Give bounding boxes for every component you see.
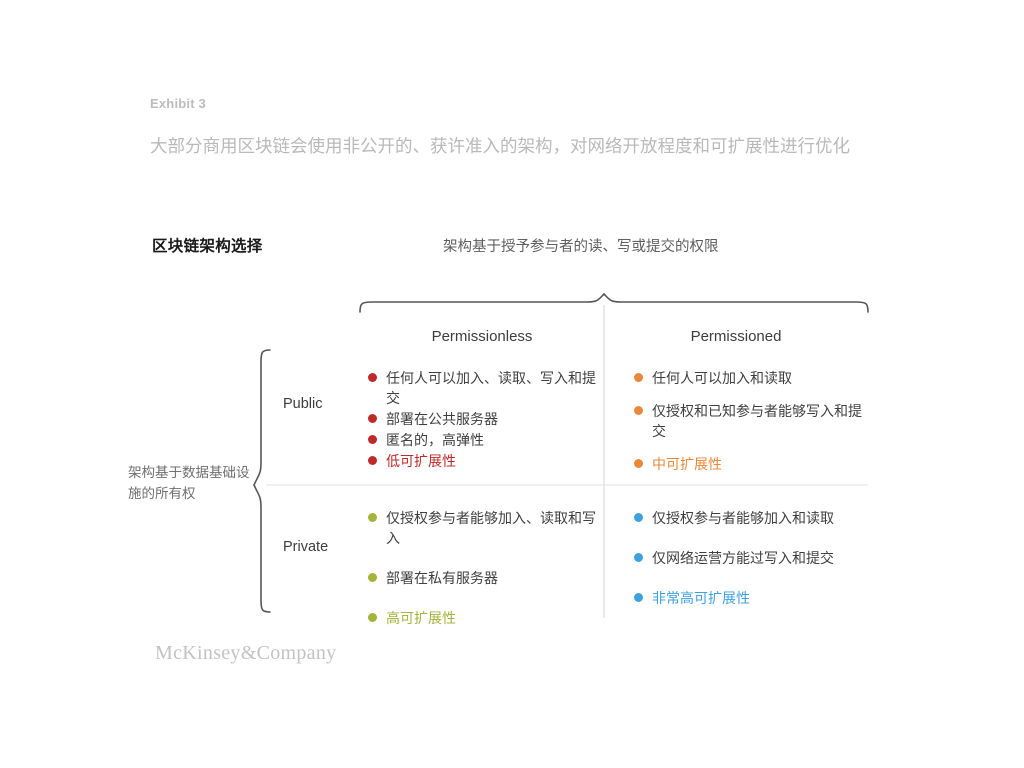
quadrant-private-permissioned: 仅授权参与者能够加入和读取仅网络运营方能过写入和提交非常高可扩展性	[634, 508, 872, 628]
bullet-dot-icon	[368, 435, 377, 444]
list-item: 仅授权参与者能够加入、读取和写入	[368, 508, 596, 548]
list-item: 任何人可以加入和读取	[634, 368, 866, 388]
column-axis-label: 架构基于授予参与者的读、写或提交的权限	[443, 239, 719, 255]
list-item-label: 仅网络运营方能过写入和提交	[652, 550, 834, 566]
list-item-label: 任何人可以加入和读取	[652, 370, 792, 386]
list-item: 匿名的，高弹性	[368, 430, 596, 450]
list-item: 仅授权和已知参与者能够写入和提交	[634, 401, 866, 441]
bullet-dot-icon	[634, 373, 643, 382]
bullet-dot-icon	[368, 573, 377, 582]
list-item: 仅授权参与者能够加入和读取	[634, 508, 872, 528]
list-item: 高可扩展性	[368, 608, 596, 628]
bullet-list: 仅授权参与者能够加入和读取仅网络运营方能过写入和提交非常高可扩展性	[634, 508, 872, 608]
quadrant-private-permissionless: 仅授权参与者能够加入、读取和写入部署在私有服务器高可扩展性	[368, 508, 596, 648]
list-item: 中可扩展性	[634, 454, 866, 474]
bullet-dot-icon	[634, 513, 643, 522]
row-axis-label: 架构基于数据基础设施的所有权	[128, 465, 250, 501]
exhibit-label: Exhibit 3	[150, 96, 206, 111]
row-label-private: Private	[283, 539, 329, 555]
bullet-dot-icon	[634, 459, 643, 468]
bullet-dot-icon	[634, 406, 643, 415]
bullet-list: 仅授权参与者能够加入、读取和写入部署在私有服务器高可扩展性	[368, 508, 596, 628]
bullet-dot-icon	[368, 456, 377, 465]
list-item-label: 高可扩展性	[386, 610, 456, 626]
list-item-label: 仅授权和已知参与者能够写入和提交	[652, 403, 862, 439]
matrix-title: 区块链架构选择	[152, 238, 263, 255]
bullet-list: 任何人可以加入和读取仅授权和已知参与者能够写入和提交中可扩展性	[634, 368, 866, 474]
list-item-label: 低可扩展性	[386, 453, 456, 469]
list-item-label: 仅授权参与者能够加入、读取和写入	[386, 510, 596, 546]
list-item-label: 非常高可扩展性	[652, 590, 750, 606]
bullet-dot-icon	[634, 593, 643, 602]
list-item: 部署在私有服务器	[368, 568, 596, 588]
quadrant-public-permissionless: 任何人可以加入、读取、写入和提交部署在公共服务器匿名的，高弹性低可扩展性	[368, 368, 596, 472]
list-item-label: 部署在私有服务器	[386, 570, 498, 586]
list-item-label: 任何人可以加入、读取、写入和提交	[386, 370, 596, 406]
column-brace	[359, 293, 869, 313]
bullet-dot-icon	[368, 373, 377, 382]
quadrant-public-permissioned: 任何人可以加入和读取仅授权和已知参与者能够写入和提交中可扩展性	[634, 368, 866, 487]
list-item-label: 部署在公共服务器	[386, 411, 498, 427]
column-header-permissionless: Permissionless	[431, 328, 533, 345]
list-item: 任何人可以加入、读取、写入和提交	[368, 368, 596, 408]
list-item: 部署在公共服务器	[368, 409, 596, 429]
bullet-list: 任何人可以加入、读取、写入和提交部署在公共服务器匿名的，高弹性低可扩展性	[368, 368, 596, 471]
row-brace	[253, 349, 271, 613]
bullet-dot-icon	[634, 553, 643, 562]
row-label-public: Public	[283, 396, 323, 412]
list-item: 仅网络运营方能过写入和提交	[634, 548, 872, 568]
column-header-permissioned: Permissioned	[690, 328, 782, 345]
bullet-dot-icon	[368, 613, 377, 622]
list-item: 低可扩展性	[368, 451, 596, 471]
list-item-label: 匿名的，高弹性	[386, 432, 484, 448]
list-item-label: 中可扩展性	[652, 456, 722, 472]
bullet-dot-icon	[368, 414, 377, 423]
list-item: 非常高可扩展性	[634, 588, 872, 608]
list-item-label: 仅授权参与者能够加入和读取	[652, 510, 834, 526]
bullet-dot-icon	[368, 513, 377, 522]
page-title: 大部分商用区块链会使用非公开的、获许准入的架构，对网络开放程度和可扩展性进行优化	[150, 136, 850, 156]
mckinsey-logo: McKinsey&Company	[155, 642, 337, 664]
